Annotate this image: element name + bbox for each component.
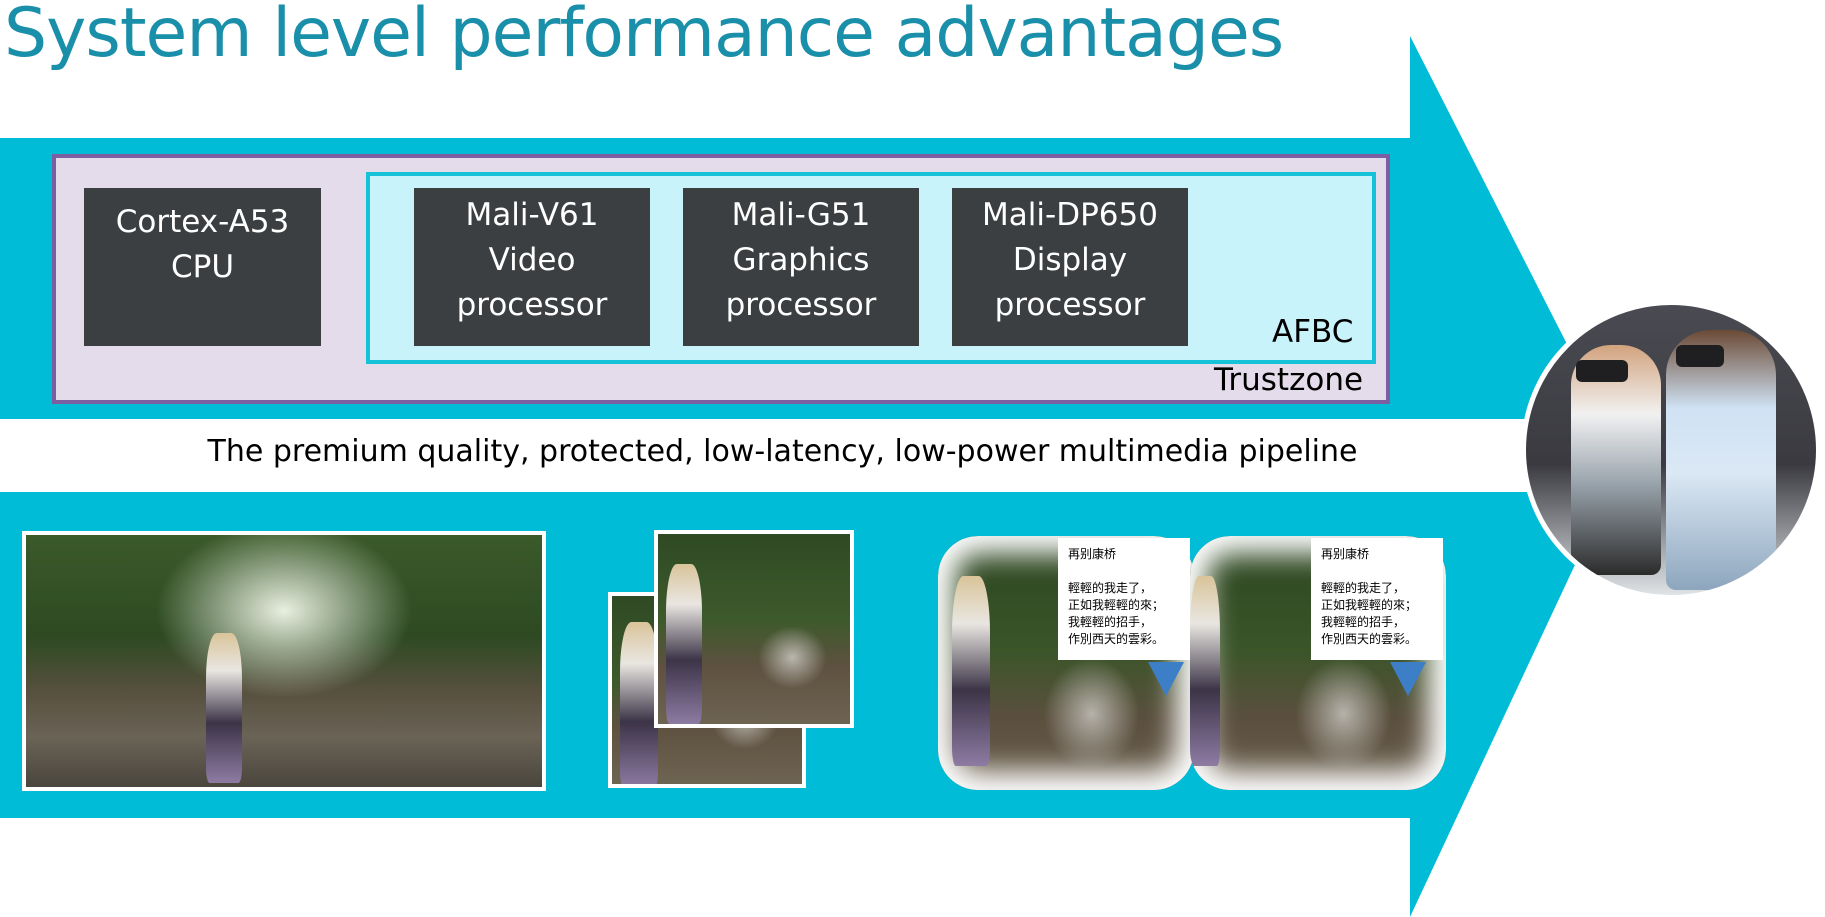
block-line: Video: [488, 242, 576, 278]
mali-v61-video-block: Mali-V61 Video processor: [414, 188, 650, 346]
block-line: Mali-G51: [731, 197, 871, 233]
note-line: [1321, 563, 1433, 580]
block-line: CPU: [170, 249, 235, 285]
block-line: processor: [725, 287, 877, 323]
person-figure: [1190, 576, 1220, 766]
vr-text-panel-right: 再别康桥 輕輕的我走了， 正如我輕輕的來； 我輕輕的招手， 作別西天的雲彩。: [1311, 538, 1443, 660]
block-line: processor: [994, 287, 1146, 323]
panorama-360-image: [22, 531, 546, 791]
note-line: 作別西天的雲彩。: [1068, 632, 1165, 646]
note-line: 再别康桥: [1321, 547, 1370, 561]
note-line: 我輕輕的招手，: [1321, 615, 1406, 629]
vr-text-panel-left: 再别康桥 輕輕的我走了， 正如我輕輕的來； 我輕輕的招手， 作別西天的雲彩。: [1058, 538, 1190, 660]
person-figure: [206, 633, 242, 783]
note-line: 正如我輕輕的來；: [1068, 598, 1165, 612]
block-line: Cortex-A53: [115, 204, 290, 240]
note-line: 我輕輕的招手，: [1068, 615, 1153, 629]
block-line: Display: [1012, 242, 1128, 278]
vr-users-photo: [1521, 300, 1821, 600]
trustzone-label: Trustzone: [1214, 362, 1364, 398]
person-figure: [1571, 345, 1661, 575]
note-line: [1068, 563, 1180, 580]
video-frame-front: [654, 530, 854, 728]
vr-headset-icon: [1576, 360, 1628, 382]
page-title: System level performance advantages: [4, 0, 1284, 73]
down-arrow-icon: [1148, 662, 1184, 696]
note-line: 再别康桥: [1068, 547, 1117, 561]
block-line: Mali-V61: [465, 197, 599, 233]
vr-headset-icon: [1676, 345, 1724, 367]
mali-g51-graphics-block: Mali-G51 Graphics processor: [683, 188, 919, 346]
block-line: Graphics: [732, 242, 870, 278]
person-figure: [666, 564, 702, 724]
block-line: Mali-DP650: [982, 197, 1158, 233]
person-figure: [1666, 330, 1776, 590]
block-line: processor: [456, 287, 608, 323]
person-figure: [952, 576, 990, 766]
down-arrow-icon: [1390, 662, 1426, 696]
note-line: 正如我輕輕的來；: [1321, 598, 1418, 612]
note-line: 輕輕的我走了，: [1321, 581, 1406, 595]
arrow-gap: [0, 419, 1540, 492]
cortex-a53-cpu-block: Cortex-A53 CPU: [84, 188, 321, 346]
note-line: 作別西天的雲彩。: [1321, 632, 1418, 646]
note-line: 輕輕的我走了，: [1068, 581, 1153, 595]
mali-dp650-display-block: Mali-DP650 Display processor: [952, 188, 1188, 346]
person-figure: [620, 622, 658, 784]
pipeline-tagline: The premium quality, protected, low-late…: [207, 434, 1358, 469]
afbc-label: AFBC: [1272, 314, 1354, 350]
